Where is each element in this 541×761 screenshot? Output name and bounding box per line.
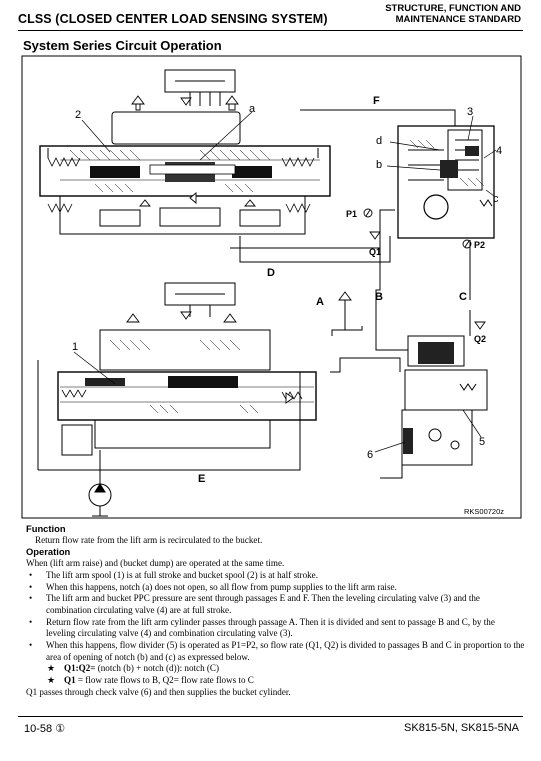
lower-valve-block xyxy=(57,282,317,456)
right-valve-dark2 xyxy=(465,146,479,156)
center-spool xyxy=(149,164,236,175)
label-d: d xyxy=(376,135,382,147)
list-item: Return flow rate from the lift arm cylin… xyxy=(26,617,526,640)
body-text: Function Return flow rate from the lift … xyxy=(26,523,526,699)
label-b-upper: b xyxy=(376,159,382,171)
leader-lines xyxy=(73,111,497,453)
header-rule xyxy=(18,30,523,31)
lower-arrows xyxy=(126,311,294,404)
section-title: System Series Circuit Operation xyxy=(23,38,222,53)
header-title: CLSS (CLOSED CENTER LOAD SENSING SYSTEM) xyxy=(18,12,328,26)
star-icon: ★ xyxy=(47,675,56,686)
list-item: When this happens, notch (a) does not op… xyxy=(26,582,526,594)
label-P1: P1 xyxy=(346,209,357,219)
operation-list: The lift arm spool (1) is at full stroke… xyxy=(26,570,526,664)
header-section-line2: MAINTENANCE STANDARD xyxy=(395,14,521,25)
operation-intro: When (lift arm raise) and (bucket dump) … xyxy=(26,558,285,569)
passage-arrows xyxy=(338,231,486,330)
label-5: 5 xyxy=(479,436,485,448)
footer-rule xyxy=(18,716,523,717)
label-4: 4 xyxy=(496,145,502,157)
upper-spool-hatch xyxy=(69,149,271,193)
spool-2-dark xyxy=(90,166,140,178)
model-names: SK815-5N, SK815-5NA xyxy=(404,722,519,734)
passage-lines xyxy=(37,109,471,484)
formula-ratio: ★ Q1:Q2= (notch (b) + notch (d)): notch … xyxy=(26,663,526,675)
label-6: 6 xyxy=(367,449,373,461)
header-section-line1: STRUCTURE, FUNCTION AND xyxy=(385,3,521,14)
pump-symbol xyxy=(88,483,112,517)
right-valve-hatch xyxy=(409,139,485,187)
label-B: B xyxy=(375,291,383,303)
label-3: 3 xyxy=(467,106,473,118)
spool-1-dark xyxy=(168,376,238,388)
list-item: When this happens, flow divider (5) is o… xyxy=(26,640,526,663)
star-icon: ★ xyxy=(47,663,56,674)
pressure-gauges xyxy=(363,208,472,249)
label-2: 2 xyxy=(75,109,81,121)
label-C: C xyxy=(459,291,467,303)
formula-ratio-expr: (notch (b) + notch (d)): notch (C) xyxy=(97,663,220,674)
label-c-upper: c xyxy=(493,193,499,205)
check-valve-6 xyxy=(403,428,413,454)
label-Q2: Q2 xyxy=(474,334,486,344)
upper-valve-block xyxy=(39,69,331,235)
lower-spool-hatch xyxy=(109,339,259,414)
operation-heading: Operation xyxy=(26,546,71,558)
header-section: STRUCTURE, FUNCTION AND MAINTENANCE STAN… xyxy=(385,3,521,25)
page-number: 10-58 ① xyxy=(24,723,66,735)
list-item: The lift arm spool (1) is at full stroke… xyxy=(26,570,526,582)
spool-1-dark-left xyxy=(85,378,125,386)
closing-text: Q1 passes through check valve (6) and th… xyxy=(26,686,291,697)
flow-divider-dark xyxy=(418,342,454,364)
upper-spring-coils xyxy=(47,157,315,213)
formula-definition: ★ Q1 = flow rate flows to B, Q2= flow ra… xyxy=(26,675,526,687)
list-item: The lift arm and bucket PPC pressure are… xyxy=(26,593,526,616)
label-F: F xyxy=(373,95,380,107)
spool-2-dark-right xyxy=(232,166,272,178)
label-E: E xyxy=(198,473,205,485)
upper-arrows xyxy=(131,95,256,207)
diagram-code: RKS00720z xyxy=(464,507,504,516)
function-body: Return flow rate from the lift arm is re… xyxy=(35,534,263,545)
right-valve-dark xyxy=(440,160,458,178)
label-P2: P2 xyxy=(474,240,485,250)
diagram-frame xyxy=(21,55,522,519)
right-valve-block xyxy=(397,125,495,239)
label-a: a xyxy=(249,103,256,115)
diagram-labels: a 2 3 4 d b c F P1 Q1 P2 D A B C Q2 1 5 … xyxy=(72,95,504,516)
flow-divider-block xyxy=(401,335,488,466)
function-heading: Function xyxy=(26,523,66,534)
formula-definition-expr: = flow rate flows to B, Q2= flow rate fl… xyxy=(77,675,254,686)
label-A: A xyxy=(316,296,324,308)
label-Q1: Q1 xyxy=(369,247,381,257)
label-1: 1 xyxy=(72,341,78,353)
formula-ratio-label: Q1:Q2= xyxy=(64,663,96,674)
lower-spring-coils xyxy=(61,389,303,400)
label-D: D xyxy=(267,267,275,279)
formula-definition-label: Q1 xyxy=(64,675,76,686)
